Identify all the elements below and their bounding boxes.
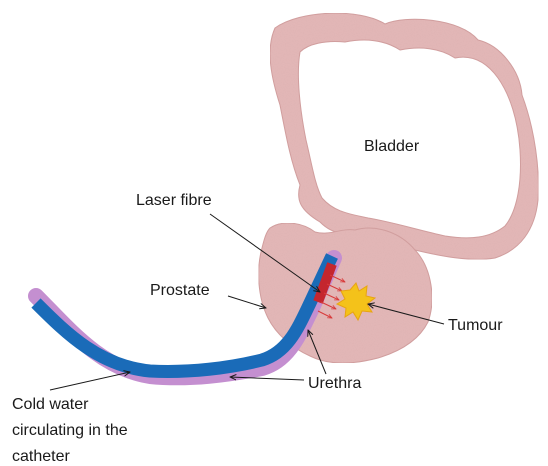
cold-water-label-line2: circulating in the bbox=[12, 422, 128, 439]
cold-water-label-line3: catheter bbox=[12, 448, 70, 465]
cold-water-label-line1: Cold water bbox=[12, 396, 89, 413]
urethra-label: Urethra bbox=[308, 375, 361, 392]
cold-water-pointer bbox=[50, 372, 130, 390]
bladder-shape bbox=[270, 13, 538, 259]
bladder-label: Bladder bbox=[364, 138, 420, 155]
prostate-label: Prostate bbox=[150, 282, 210, 299]
prostate-pointer bbox=[228, 296, 266, 308]
tumour-label: Tumour bbox=[448, 317, 503, 334]
laser-fibre-label: Laser fibre bbox=[136, 192, 212, 209]
